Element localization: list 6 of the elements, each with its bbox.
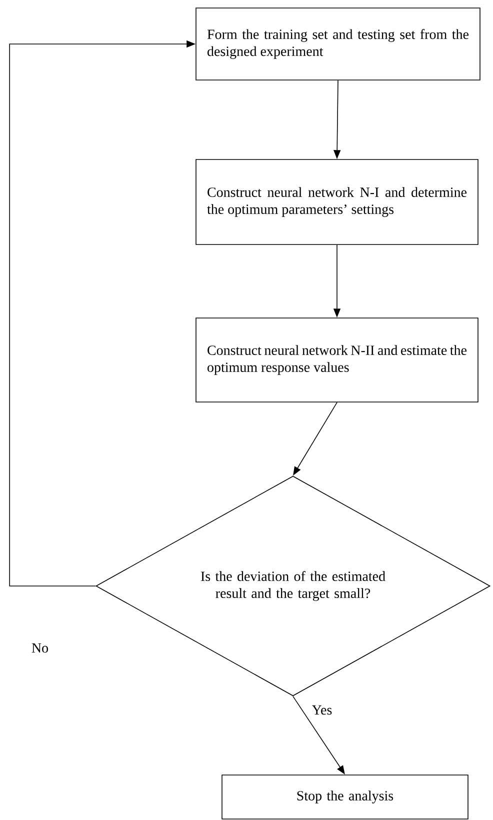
edge-label: No bbox=[30, 642, 50, 654]
process-box: Form the training set and testing set from the designed experiment bbox=[196, 8, 480, 80]
edge-label: Yes bbox=[310, 704, 334, 716]
process-box: Construct neural network N-I and determine the optimum parameters’ settings bbox=[196, 159, 478, 245]
process-box: Construct neural network N-II and estimate the optimum response values bbox=[196, 318, 478, 402]
process-box: Stop the analysis bbox=[222, 774, 468, 820]
